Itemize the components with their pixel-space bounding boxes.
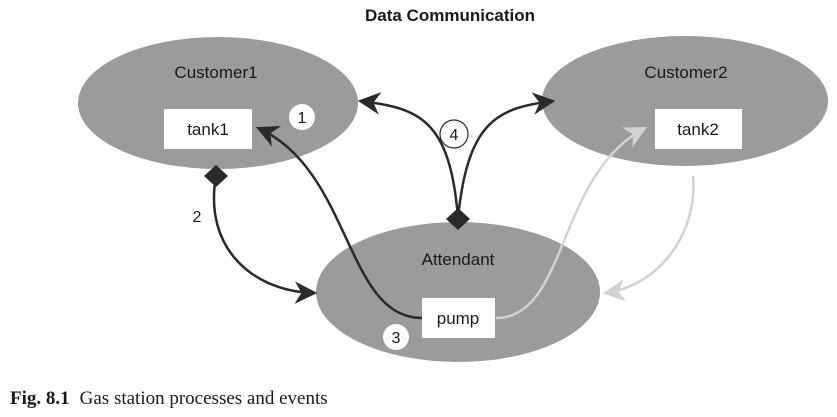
step-2-label: 2 [193,209,202,226]
customer1-diamond-marker [204,165,228,187]
customer1-process [78,37,358,169]
pump-label: pump [437,309,480,328]
diagram-title: Data Communication [365,6,535,25]
attendant-to-customer2-arrow [456,92,556,219]
attendant-label: Attendant [422,250,495,269]
figure-number: Fig. 8.1 [10,388,70,409]
attendant-to-customer1-arrow [357,92,460,219]
pump-to-tank2-arrow [495,126,647,320]
step-3-label: 3 [392,330,401,347]
step-1-circle [289,104,315,130]
pump-box [422,298,495,338]
step-1-label: 1 [298,110,307,127]
pump-to-tank1-arrow [255,126,423,320]
tank2-label: tank2 [677,120,719,139]
attendant-diamond-marker [446,208,470,230]
figure-caption: Fig. 8.1 Gas station processes and events [10,388,328,410]
tank1-to-attendant-arrow [212,175,318,304]
step-4-label: 4 [450,127,459,144]
tank1-box [164,109,252,149]
customer1-label: Customer1 [174,63,257,82]
tank1-label: tank1 [187,120,229,139]
customer2-process [542,36,828,166]
figure-caption-text: Gas station processes and events [79,388,328,409]
tank2-to-attendant-arrow [602,175,695,302]
customer2-label: Customer2 [644,63,727,82]
step-3-circle [383,324,409,350]
gas-station-diagram: Data Communication Customer1 Customer2 A… [78,6,828,362]
tank2-box [655,109,742,149]
attendant-process [316,222,600,362]
step-4-circle [439,119,469,149]
